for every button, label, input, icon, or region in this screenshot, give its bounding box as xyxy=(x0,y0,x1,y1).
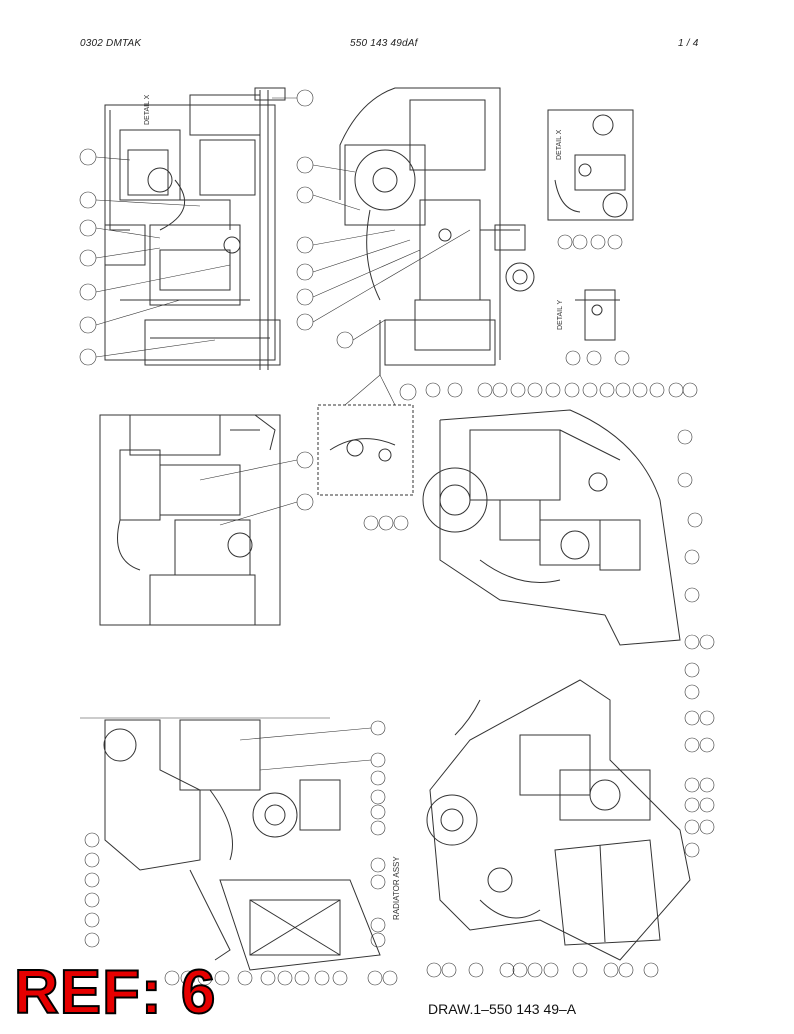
engine-view-top-left xyxy=(104,87,286,370)
detail-x-view xyxy=(547,109,634,221)
document-number: 550 143 49dAf xyxy=(350,38,418,49)
callouts-detail-inset xyxy=(363,515,409,531)
detail-x-label-right: DETAIL X xyxy=(556,129,563,160)
detail-y-view xyxy=(575,289,620,341)
engine-view-middle-left xyxy=(99,414,281,626)
detail-x-label-top: DETAIL X xyxy=(144,94,151,125)
callouts-detail-y xyxy=(565,350,630,366)
page-number: 1 / 4 xyxy=(678,38,699,49)
engine-view-bottom-right xyxy=(426,679,691,961)
engine-view-top-middle xyxy=(339,87,535,375)
callouts-top-middle xyxy=(296,156,471,401)
radiator-assy-label: RADIATOR ASSY xyxy=(392,856,401,920)
engine-view-isometric-right xyxy=(422,409,681,646)
detail-inset xyxy=(317,374,414,496)
reference-stamp: REF: 6 xyxy=(13,957,217,1028)
document-code: 0302 DMTAK xyxy=(80,38,142,49)
callouts-detail-x xyxy=(557,234,623,250)
callouts-middle-left xyxy=(199,451,314,526)
callouts-bottom-right xyxy=(426,634,715,978)
drawing-number: DRAW.1–550 143 49–A xyxy=(428,1001,577,1017)
detail-y-label: DETAIL Y xyxy=(557,299,564,330)
callouts-isometric-right xyxy=(425,382,703,603)
callouts-top-left xyxy=(79,89,314,366)
engine-view-bottom-left xyxy=(80,717,381,971)
callouts-bottom-left xyxy=(84,720,398,986)
